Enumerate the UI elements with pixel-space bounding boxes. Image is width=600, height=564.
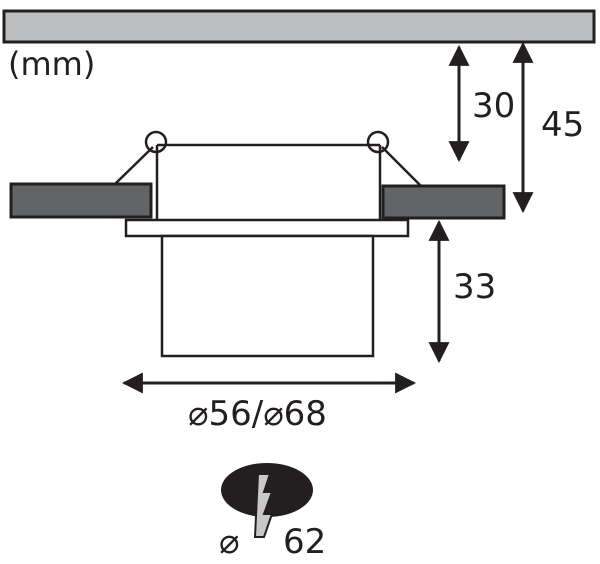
trim-ring <box>124 218 410 238</box>
spring-pivot-left <box>144 130 168 154</box>
ceiling-board-right <box>381 184 506 220</box>
spring-clip-left <box>114 146 154 185</box>
drill-bit-icon <box>253 473 274 538</box>
cutout-hole-icon <box>221 463 313 517</box>
dimension-label-30: 30 <box>472 86 515 126</box>
dimension-label-33: 33 <box>453 267 496 307</box>
unit-label: (mm) <box>8 45 95 83</box>
cutout-diameter-symbol: ⌀ <box>219 522 239 562</box>
dimension-label-45: 45 <box>541 105 584 145</box>
spring-clip-right <box>381 146 422 187</box>
spring-pivot-right <box>366 130 390 154</box>
ceiling-board-left <box>9 182 153 219</box>
lamp-housing <box>160 234 375 358</box>
cutout-diameter-label: 62 <box>283 522 326 562</box>
ceiling-slab <box>2 9 596 44</box>
dimension-label-diameter: ⌀56/⌀68 <box>188 394 327 434</box>
